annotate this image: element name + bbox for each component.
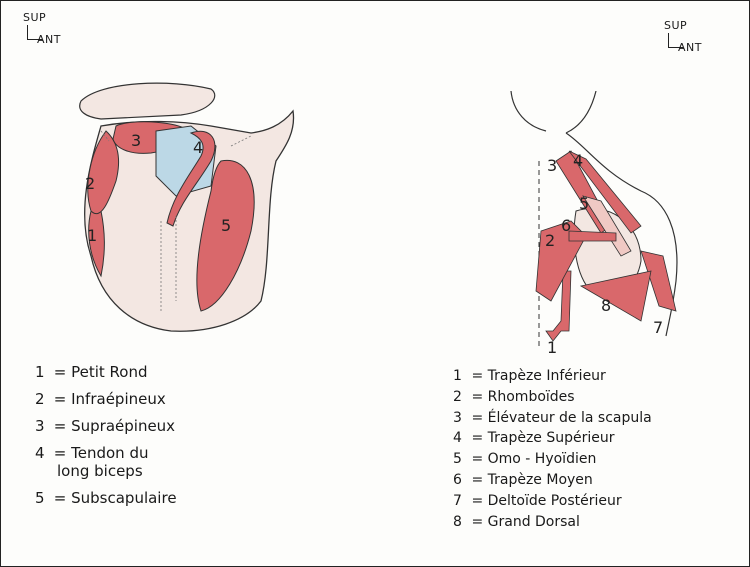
orientation-sup-label: SUP <box>664 19 687 32</box>
orientation-ant-label: ANT <box>37 33 61 46</box>
legend-item: 4 = Trapèze Supérieur <box>453 430 652 447</box>
legend-text: = Élévateur de la scapula <box>471 410 651 426</box>
legend-item: 2 = Rhomboïdes <box>453 389 652 406</box>
label-number-4: 4 <box>193 138 203 157</box>
legend-text: = Rhomboïdes <box>471 389 574 405</box>
legend-number: 5 <box>453 451 467 468</box>
legend-text-line2: long biceps <box>35 462 177 480</box>
legend-text: = Trapèze Inférieur <box>471 368 605 384</box>
legend-item: 8 = Grand Dorsal <box>453 514 652 531</box>
orientation-marker-right: SUP ANT <box>664 19 744 59</box>
legend-right: 1 = Trapèze Inférieur 2 = Rhomboïdes 3 =… <box>453 368 652 534</box>
legend-number: 1 <box>453 368 467 385</box>
arrow-trapeze-moyen <box>569 231 616 241</box>
legend-item: 6 = Trapèze Moyen <box>453 472 652 489</box>
legend-item: 3 = Élévateur de la scapula <box>453 410 652 427</box>
legend-number: 6 <box>453 472 467 489</box>
legend-text: = Trapèze Supérieur <box>471 430 614 446</box>
legend-left: 1 = Petit Rond 2 = Infraépineux 3 = Supr… <box>35 363 177 516</box>
legend-number: 7 <box>453 493 467 510</box>
acromion-shape <box>80 83 215 119</box>
label-number-6: 6 <box>561 216 571 235</box>
label-number-3: 3 <box>131 131 141 150</box>
legend-number: 4 <box>35 444 49 462</box>
legend-item: 2 = Infraépineux <box>35 390 177 408</box>
legend-text: = Trapèze Moyen <box>471 472 592 488</box>
scapula-drawing: 3 4 2 1 5 <box>61 71 311 341</box>
label-number-5: 5 <box>221 216 231 235</box>
legend-item: 5 = Omo - Hyoïdien <box>453 451 652 468</box>
label-number-2: 2 <box>85 174 95 193</box>
orientation-ant-label: ANT <box>678 41 702 54</box>
legend-text: = Infraépineux <box>54 390 166 408</box>
legend-number: 4 <box>453 430 467 447</box>
label-number-8: 8 <box>601 296 611 315</box>
label-number-1: 1 <box>87 226 97 245</box>
legend-number: 2 <box>35 390 49 408</box>
orientation-sup-label: SUP <box>23 11 46 24</box>
legend-number: 2 <box>453 389 467 406</box>
legend-item: 7 = Deltoïde Postérieur <box>453 493 652 510</box>
legend-item: 1 = Petit Rond <box>35 363 177 381</box>
label-number-3: 3 <box>547 156 557 175</box>
orientation-marker-left: SUP ANT <box>23 11 93 51</box>
legend-text: = Subscapulaire <box>54 489 177 507</box>
legend-text: = Grand Dorsal <box>471 514 579 530</box>
legend-text: = Deltoïde Postérieur <box>471 493 621 509</box>
label-number-7: 7 <box>653 318 663 337</box>
legend-item: 3 = Supraépineux <box>35 417 177 435</box>
label-number-2: 2 <box>545 231 555 250</box>
legend-text: = Petit Rond <box>54 363 148 381</box>
legend-item: 5 = Subscapulaire <box>35 489 177 507</box>
legend-item: 1 = Trapèze Inférieur <box>453 368 652 385</box>
label-number-4: 4 <box>573 151 583 170</box>
posterior-view-drawing: 3 4 5 6 2 8 7 1 <box>491 91 701 361</box>
legend-item: 4 = Tendon du long biceps <box>35 444 177 480</box>
legend-number: 8 <box>453 514 467 531</box>
legend-text: = Supraépineux <box>54 417 175 435</box>
legend-number: 3 <box>453 410 467 427</box>
legend-text: = Tendon du <box>54 444 149 462</box>
legend-number: 5 <box>35 489 49 507</box>
neck-outline <box>511 91 596 133</box>
legend-number: 1 <box>35 363 49 381</box>
legend-number: 3 <box>35 417 49 435</box>
label-number-1: 1 <box>547 338 557 357</box>
legend-text: = Omo - Hyoïdien <box>471 451 596 467</box>
label-number-5: 5 <box>579 194 589 213</box>
